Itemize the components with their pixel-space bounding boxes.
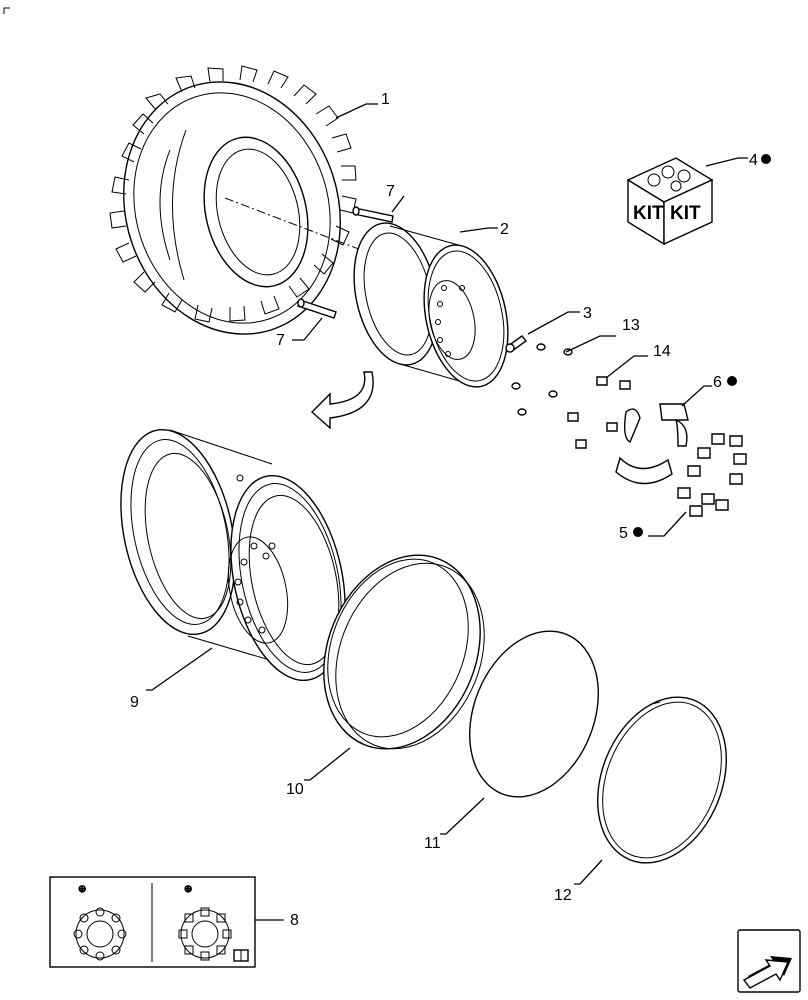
- svg-text:⊕: ⊕: [184, 884, 192, 895]
- next-page-arrow-icon[interactable]: [737, 929, 801, 993]
- leader-lines: [146, 103, 748, 921]
- callout-5: 5: [619, 525, 628, 542]
- rim-assembly: [353, 222, 509, 388]
- svg-text:⊕: ⊕: [78, 884, 86, 895]
- corner-mark: [3, 7, 10, 14]
- kit-box: KIT KIT: [626, 157, 714, 246]
- ring-10: [323, 554, 485, 750]
- pin-top: [352, 206, 394, 223]
- callout-1: 1: [381, 91, 390, 108]
- callout-13: 13: [622, 317, 640, 334]
- callout-8: 8: [290, 912, 299, 929]
- callout-4: 4: [749, 152, 758, 169]
- callout-3: 3: [583, 305, 592, 322]
- callout-14: 14: [653, 343, 671, 360]
- clamp-segments: [615, 403, 689, 485]
- callout-9: 9: [130, 694, 139, 711]
- callout-7-bottom: 7: [276, 332, 285, 349]
- pin-bottom: [297, 298, 337, 319]
- callout-12: 12: [554, 887, 572, 904]
- lock-ring-12: [597, 696, 727, 864]
- valve: [505, 335, 528, 353]
- torque-sequence-inset: ⊕ ⊕: [49, 876, 256, 968]
- direction-arrow: [310, 371, 374, 430]
- callout-7-top: 7: [386, 183, 395, 200]
- washers: [511, 343, 573, 416]
- indicator-dots: [633, 154, 771, 537]
- seal-ring-11: [469, 630, 599, 798]
- wheel-assembled: [120, 428, 346, 682]
- callout-11: 11: [424, 835, 441, 852]
- short-bolts: [567, 376, 631, 449]
- tire: [109, 65, 357, 335]
- callout-10: 10: [286, 781, 304, 798]
- long-bolts: [677, 433, 747, 517]
- kit-label-left: KIT: [633, 203, 664, 224]
- callout-2: 2: [500, 221, 509, 238]
- kit-label-right: KIT: [670, 203, 701, 224]
- callout-6: 6: [713, 374, 722, 391]
